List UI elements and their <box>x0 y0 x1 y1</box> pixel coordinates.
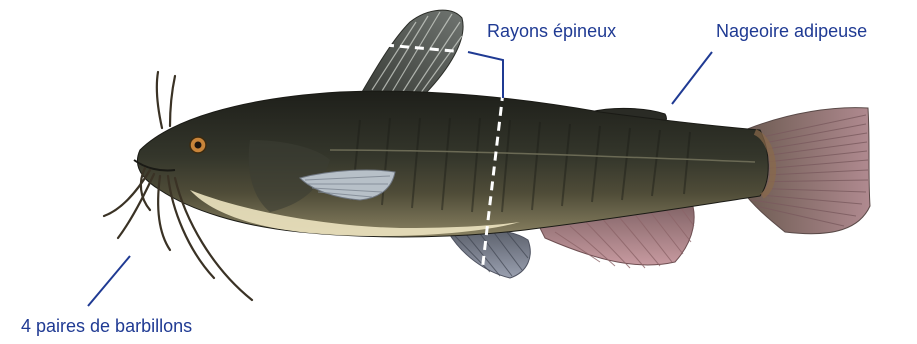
adipose-fin-label: Nageoire adipeuse <box>716 21 867 42</box>
barbels-leader <box>88 256 130 306</box>
adipose-fin-leader <box>672 52 712 104</box>
pelvic-fin <box>448 229 530 278</box>
spiny-rays-label: Rayons épineux <box>487 21 616 42</box>
barbels-label: 4 paires de barbillons <box>21 316 192 337</box>
dorsal-fin <box>362 10 463 94</box>
spiny-rays-leader <box>468 52 503 98</box>
